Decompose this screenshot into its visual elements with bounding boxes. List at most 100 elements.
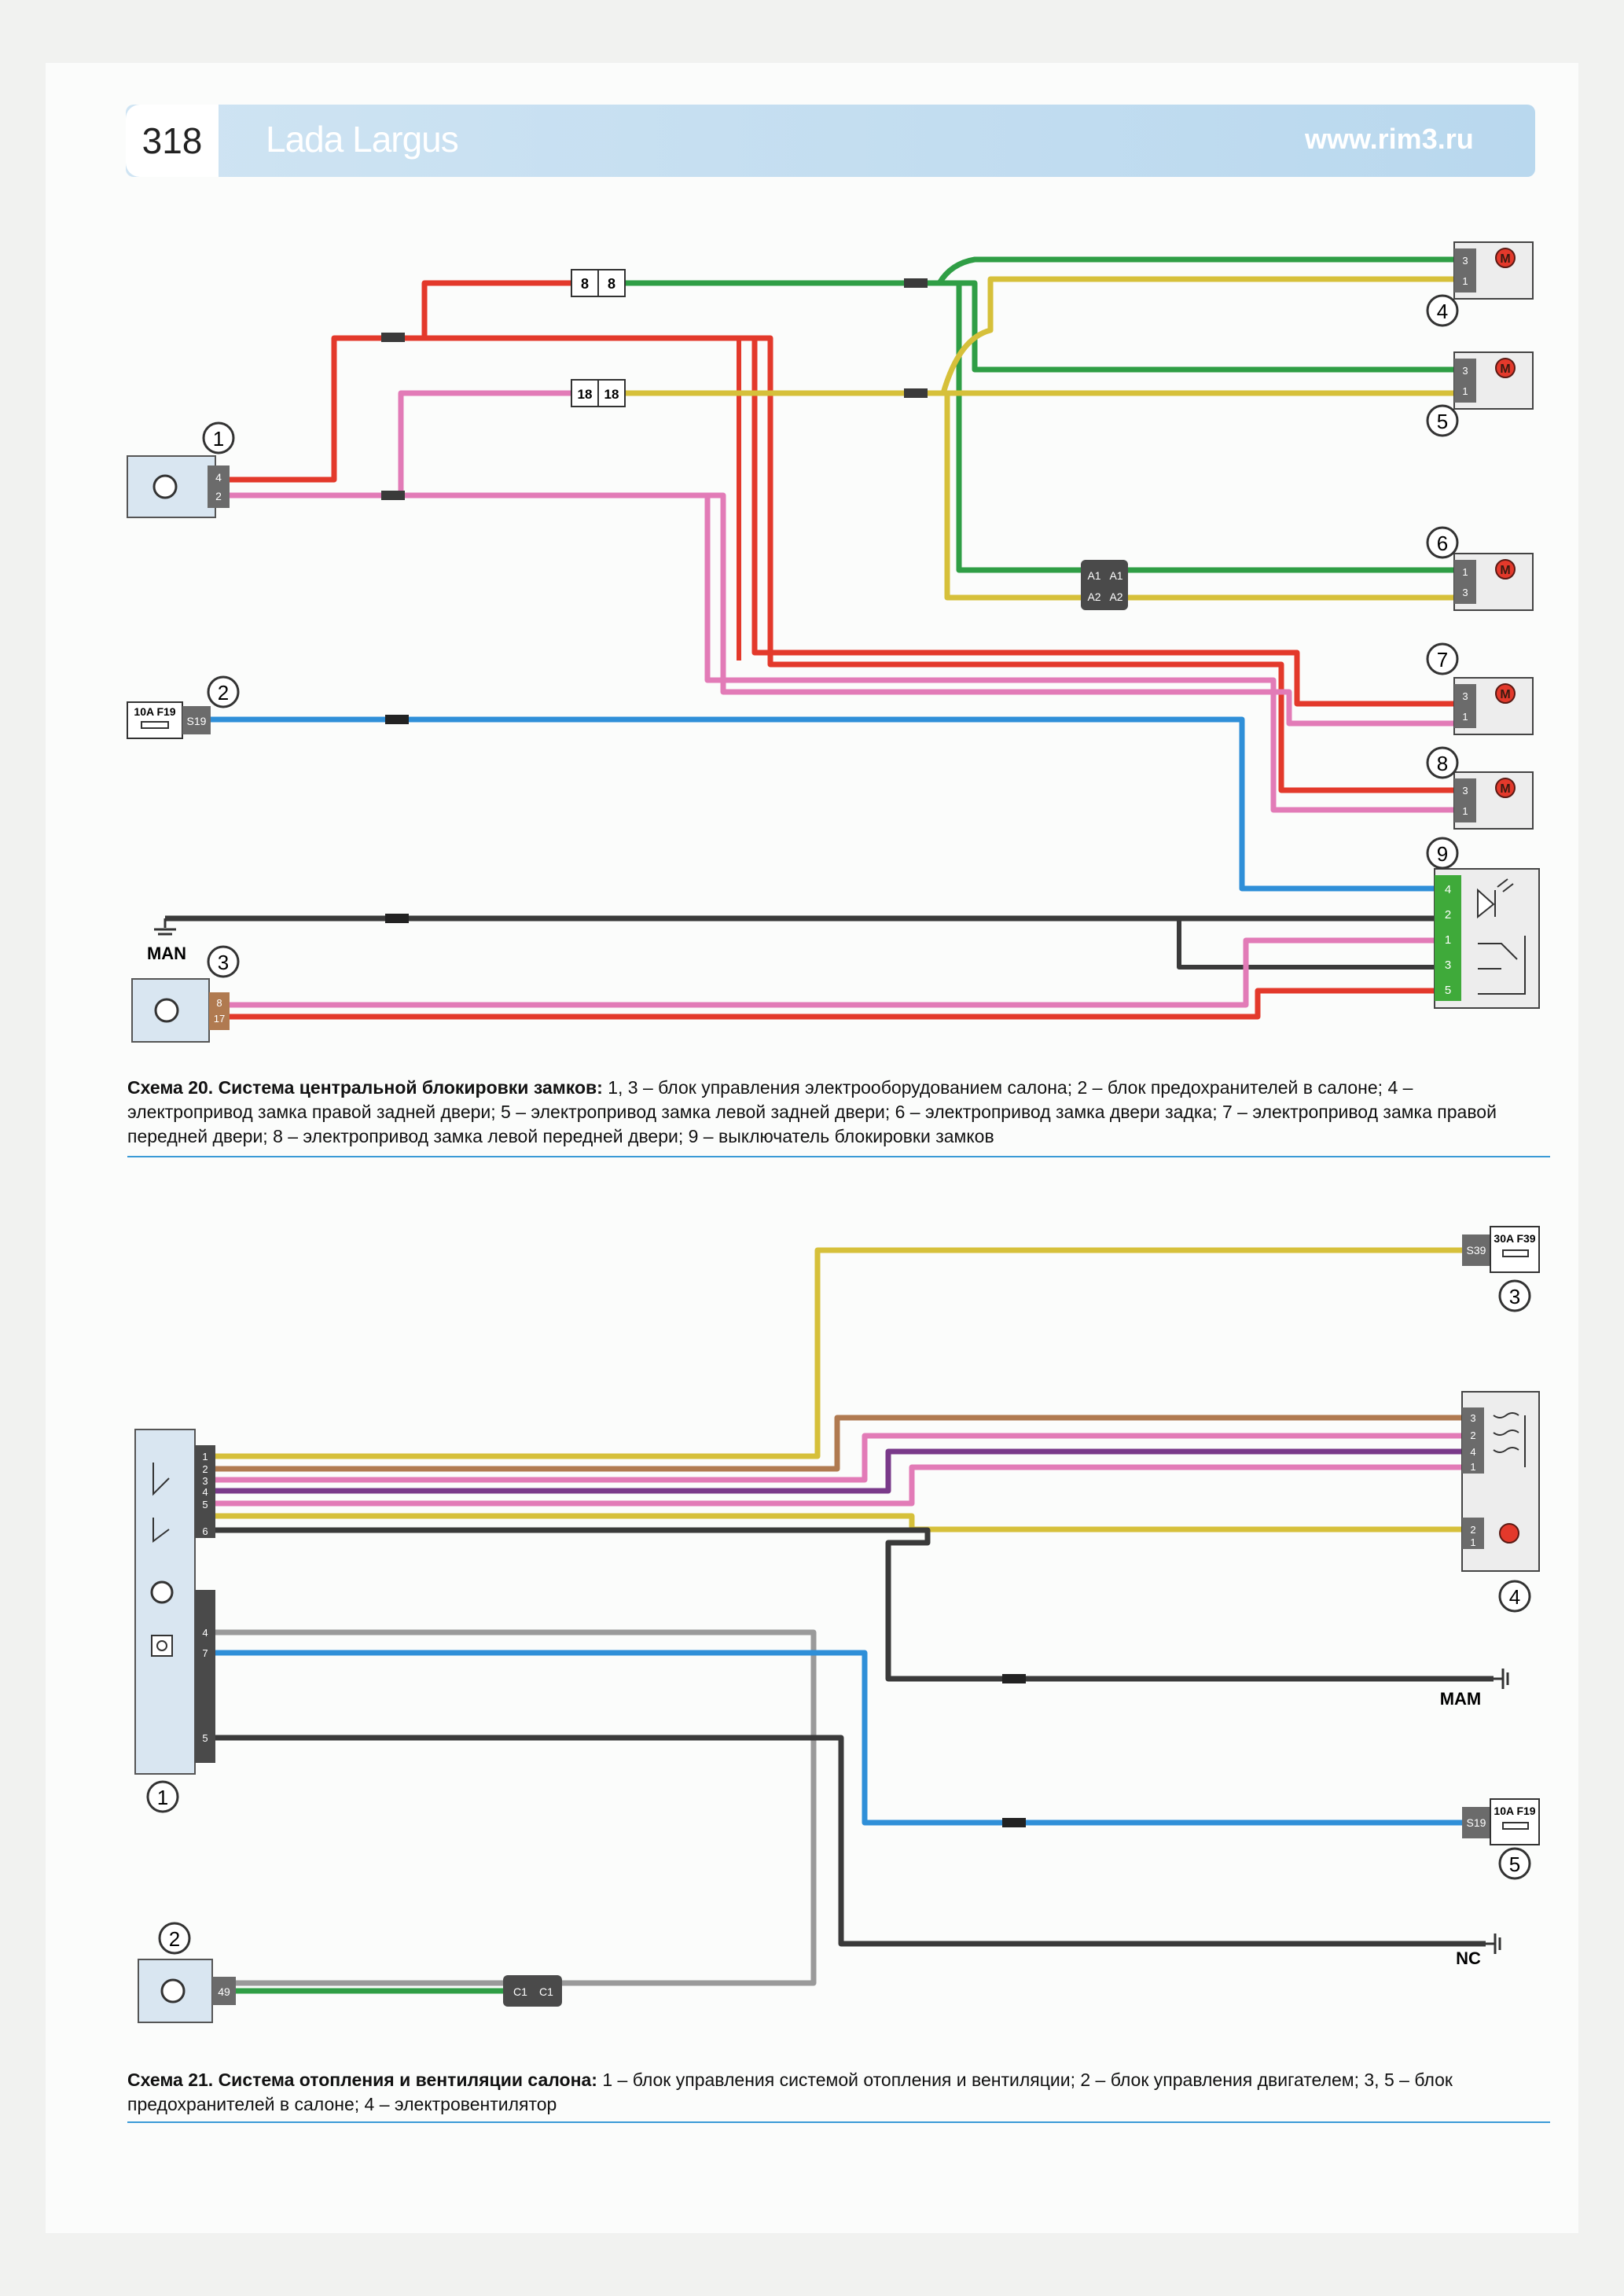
svg-text:NC: NC bbox=[1456, 1948, 1481, 1968]
motor-icon bbox=[1495, 358, 1516, 378]
svg-text:1: 1 bbox=[1470, 1461, 1475, 1473]
callout-9: 9 bbox=[1437, 842, 1448, 866]
scheme21-ground-mam: MAM bbox=[1440, 1669, 1509, 1709]
connector-18: 18 18 bbox=[571, 379, 626, 407]
callout-5: 5 bbox=[1437, 410, 1448, 433]
scheme21-caption: Схема 21. Система отопления и вентиляции… bbox=[127, 2068, 1542, 2117]
svg-text:8: 8 bbox=[581, 276, 589, 292]
unit1-pin-4: 4 bbox=[215, 471, 222, 484]
callout-8: 8 bbox=[1437, 752, 1448, 775]
svg-text:2: 2 bbox=[1470, 1429, 1475, 1441]
wire-gray-ecu bbox=[212, 1629, 817, 1986]
svg-text:A1: A1 bbox=[1109, 569, 1122, 582]
svg-text:1: 1 bbox=[1462, 805, 1468, 817]
svg-text:3: 3 bbox=[1462, 690, 1468, 702]
svg-text:18: 18 bbox=[604, 387, 619, 402]
motor-icon bbox=[1495, 778, 1516, 798]
callout-21-4: 4 bbox=[1509, 1585, 1520, 1609]
divider-rule bbox=[127, 2121, 1550, 2123]
callout-6: 6 bbox=[1437, 532, 1448, 555]
page-number: 318 bbox=[126, 105, 219, 177]
door-lock-motor-5: 3 1 5 bbox=[1426, 351, 1534, 437]
lock-switch-9: 4 2 1 3 5 9 bbox=[1426, 837, 1540, 1009]
switch-contacts-icon bbox=[152, 1463, 170, 1543]
svg-text:2: 2 bbox=[1470, 1524, 1475, 1536]
callout-7: 7 bbox=[1437, 648, 1448, 672]
svg-text:4: 4 bbox=[1470, 1446, 1475, 1458]
book-title: Lada Largus bbox=[266, 119, 459, 160]
svg-text:4: 4 bbox=[1445, 883, 1451, 896]
connector-a1-a2: A1 A1 A2 A2 bbox=[1081, 560, 1128, 610]
svg-text:3: 3 bbox=[1445, 959, 1451, 972]
connector-c1: C1 C1 bbox=[503, 1975, 562, 2007]
wire-blue bbox=[208, 716, 1441, 892]
svg-text:1: 1 bbox=[1445, 933, 1451, 947]
svg-text:30A F39: 30A F39 bbox=[1494, 1232, 1535, 1245]
svg-text:1: 1 bbox=[1462, 385, 1468, 397]
divider-rule bbox=[127, 1156, 1550, 1157]
switch-contact-icon bbox=[1478, 936, 1526, 995]
svg-text:2: 2 bbox=[1445, 908, 1451, 922]
unit1-pin-2: 2 bbox=[215, 490, 222, 502]
svg-text:5: 5 bbox=[1445, 984, 1451, 997]
svg-text:C1: C1 bbox=[513, 1985, 527, 1998]
callout-21-1: 1 bbox=[157, 1786, 168, 1809]
svg-text:17: 17 bbox=[214, 1013, 225, 1025]
svg-text:1: 1 bbox=[1462, 566, 1468, 578]
scheme21-caption-text: 1 – блок управления системой отопления и… bbox=[127, 2070, 1453, 2114]
callout-4: 4 bbox=[1437, 300, 1448, 323]
wire-black-nc bbox=[212, 1735, 1486, 1947]
scheme20-unit1: 4 2 1 bbox=[127, 421, 235, 518]
svg-text:10A F19: 10A F19 bbox=[1494, 1805, 1535, 1817]
svg-text:MAM: MAM bbox=[1440, 1689, 1482, 1709]
svg-text:A2: A2 bbox=[1109, 591, 1122, 603]
svg-text:C1: C1 bbox=[539, 1985, 553, 1998]
svg-text:2: 2 bbox=[202, 1463, 208, 1475]
scheme20-fuse-block: 10A F19 S19 2 bbox=[127, 675, 240, 739]
svg-text:1: 1 bbox=[1470, 1536, 1475, 1548]
svg-text:MAN: MAN bbox=[147, 944, 186, 963]
svg-text:8: 8 bbox=[216, 997, 222, 1009]
door-lock-motor-4: 3 1 4 bbox=[1426, 241, 1534, 327]
page-header-bar bbox=[126, 105, 1535, 177]
svg-text:S19: S19 bbox=[1467, 1816, 1486, 1829]
wire-blue-s19 bbox=[212, 1650, 1466, 1826]
scheme21-fan-4: 3 2 4 1 2 1 4 bbox=[1461, 1391, 1540, 1613]
scheme21-ground-nc: NC bbox=[1456, 1934, 1501, 1968]
svg-text:7: 7 bbox=[202, 1647, 208, 1659]
svg-text:A2: A2 bbox=[1087, 591, 1100, 603]
wire-red-main bbox=[223, 280, 916, 483]
svg-text:8: 8 bbox=[608, 276, 615, 292]
wire-yellow bbox=[625, 276, 1468, 396]
svg-text:A1: A1 bbox=[1087, 569, 1100, 582]
sun-icon bbox=[151, 1635, 173, 1657]
scheme20-caption: Схема 20. Система центральной блокировки… bbox=[127, 1076, 1542, 1149]
svg-text:3: 3 bbox=[1462, 587, 1468, 598]
callout-2: 2 bbox=[218, 681, 229, 705]
svg-text:1: 1 bbox=[202, 1451, 208, 1463]
motor-icon bbox=[1495, 559, 1516, 580]
scheme20-caption-text: 1, 3 – блок управления электрооборудован… bbox=[127, 1077, 1497, 1146]
svg-text:3: 3 bbox=[202, 1475, 208, 1487]
svg-text:3: 3 bbox=[1462, 365, 1468, 377]
svg-text:4: 4 bbox=[202, 1627, 208, 1639]
motor-icon bbox=[1495, 248, 1516, 268]
scheme20-caption-title: Схема 20. Система центральной блокировки… bbox=[127, 1077, 603, 1098]
scheme21-fuse-3: S39 30A F39 3 bbox=[1462, 1226, 1540, 1312]
website-url: www.rim3.ru bbox=[1305, 123, 1474, 155]
svg-text:49: 49 bbox=[218, 1985, 230, 1998]
scheme21-caption-title: Схема 21. Система отопления и вентиляции… bbox=[127, 2070, 597, 2090]
svg-text:10A F19: 10A F19 bbox=[134, 705, 175, 718]
svg-text:18: 18 bbox=[578, 387, 593, 402]
callout-3: 3 bbox=[218, 951, 229, 974]
resistor-icon bbox=[1493, 1412, 1526, 1467]
callout-1: 1 bbox=[213, 427, 224, 451]
callout-21-2: 2 bbox=[169, 1927, 180, 1951]
svg-text:5: 5 bbox=[202, 1732, 208, 1744]
svg-text:5: 5 bbox=[202, 1499, 208, 1510]
svg-text:3: 3 bbox=[1462, 785, 1468, 797]
scheme21-wires bbox=[212, 1247, 1494, 1994]
scheme20-wires bbox=[165, 256, 1468, 1020]
fan-icon bbox=[150, 1580, 174, 1604]
